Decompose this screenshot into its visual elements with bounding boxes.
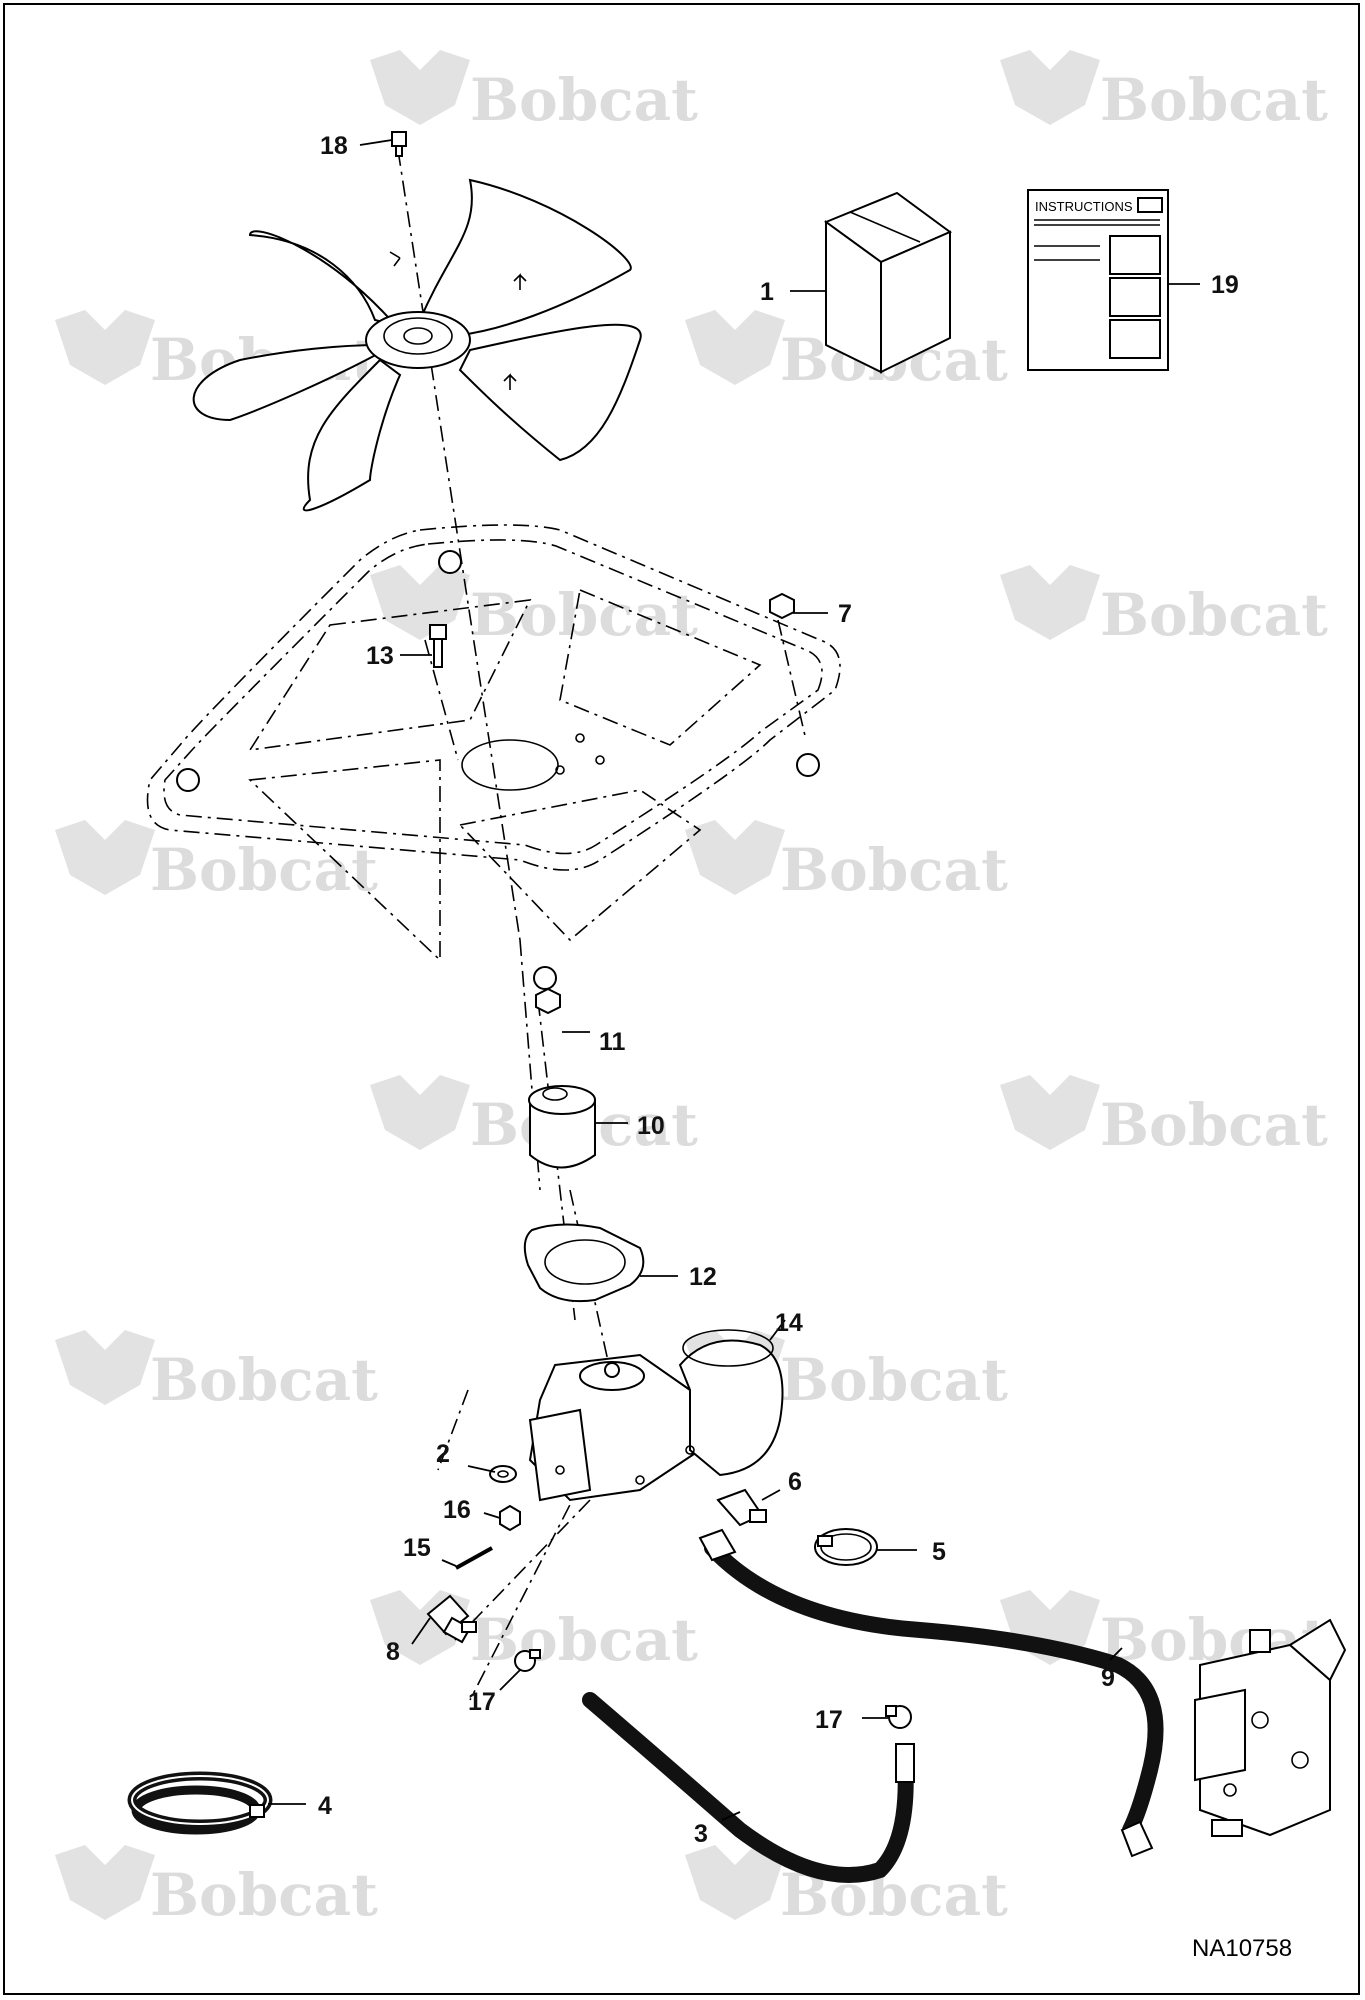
watermark: Bobcat [55, 820, 378, 904]
callout-19: 19 [1211, 271, 1239, 299]
watermark: Bobcat [1000, 565, 1328, 649]
nut-11 [535, 987, 561, 1015]
watermark: Bobcat [685, 1845, 1008, 1929]
callout-16: 16 [443, 1496, 471, 1524]
fan-assembly [192, 131, 642, 512]
svg-text:Bobcat: Bobcat [780, 1346, 1008, 1414]
hose-3 [582, 1692, 915, 1883]
fitting-16 [499, 1504, 521, 1532]
watermark: Bobcat [55, 1330, 378, 1414]
watermark: Bobcat [1000, 1075, 1328, 1159]
callout-11: 11 [599, 1028, 626, 1056]
diagram-frame [3, 3, 1360, 1995]
parts-bag-box [823, 191, 952, 374]
svg-text:Bobcat: Bobcat [150, 1861, 378, 1929]
fitting-6 [716, 1488, 767, 1527]
callout-10: 10 [637, 1112, 665, 1140]
hose-9 [698, 1528, 1164, 1858]
bolt-18 [391, 131, 407, 157]
callout-17: 17 [815, 1706, 843, 1734]
callouts: 18 1 19 7 13 11 10 12 14 2 16 15 6 5 8 1… [318, 132, 1239, 1848]
callout-8: 8 [386, 1638, 400, 1666]
svg-text:Bobcat: Bobcat [150, 1346, 378, 1414]
svg-text:Bobcat: Bobcat [150, 836, 378, 904]
svg-text:Bobcat: Bobcat [1100, 1091, 1328, 1159]
callout-9: 9 [1101, 1664, 1115, 1692]
watermark: Bobcat [370, 565, 698, 649]
callout-13: 13 [366, 642, 394, 670]
callout-1: 1 [760, 278, 774, 306]
callout-6: 6 [788, 1468, 802, 1496]
hose-clamp-5 [814, 1528, 878, 1566]
svg-text:INSTRUCTIONS: INSTRUCTIONS [1035, 199, 1133, 214]
callout-17: 17 [468, 1688, 496, 1716]
fan-mount-frame [146, 524, 841, 990]
hose-clamp-17-right [885, 1705, 912, 1729]
callout-4: 4 [318, 1792, 332, 1820]
drawing-id: NA10758 [1192, 1935, 1292, 1962]
svg-text:Bobcat: Bobcat [780, 836, 1008, 904]
svg-text:Bobcat: Bobcat [1100, 66, 1328, 134]
nut-7 [769, 592, 795, 620]
elbow-fitting-8 [426, 1594, 477, 1644]
hub-adapter-10 [528, 1085, 596, 1169]
callout-3: 3 [694, 1820, 708, 1848]
callout-15: 15 [403, 1534, 431, 1562]
callout-18: 18 [320, 132, 348, 160]
gasket-12 [523, 1223, 645, 1303]
hydraulic-valve-reference [1194, 1618, 1347, 1837]
coiled-tubing-4 [127, 1771, 273, 1835]
callout-14: 14 [775, 1309, 803, 1337]
svg-text:Bobcat: Bobcat [470, 1606, 698, 1674]
callout-2: 2 [436, 1440, 450, 1468]
callout-5: 5 [932, 1538, 946, 1566]
callout-12: 12 [689, 1263, 717, 1291]
watermark: Bobcat [55, 1845, 378, 1929]
svg-text:Bobcat: Bobcat [1100, 581, 1328, 649]
instructions-sheet: INSTRUCTIONS [1027, 189, 1169, 371]
svg-text:Bobcat: Bobcat [470, 66, 698, 134]
watermark: Bobcat [685, 820, 1008, 904]
pin-15 [455, 1546, 493, 1570]
hose-clamp-17-left [514, 1649, 541, 1672]
bolt-13 [429, 624, 447, 668]
watermark: Bobcat [370, 50, 698, 134]
washer-2 [489, 1465, 517, 1483]
hydraulic-motor-14 [528, 1329, 784, 1502]
callout-7: 7 [838, 600, 852, 628]
leader-lines [268, 139, 1200, 1821]
watermark: Bobcat [1000, 50, 1328, 134]
